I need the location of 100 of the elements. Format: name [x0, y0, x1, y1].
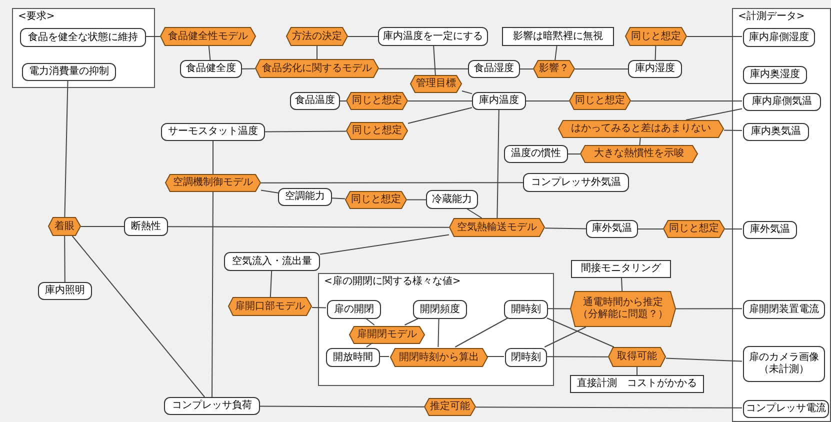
- rounded-node: 食品を健全な状態に維持: [20, 28, 146, 47]
- note-box: 間接モニタリング: [571, 260, 671, 278]
- hexagon-node: 影響？: [533, 60, 575, 78]
- hexagon-node: 扉開口部モデル: [228, 297, 312, 316]
- connector-line: [466, 208, 482, 218]
- group-title: <扉の開閉に関する様々な値>: [324, 276, 461, 288]
- connector-line: [404, 318, 420, 326]
- connector-line: [260, 190, 278, 194]
- rounded-node: 食品温度: [290, 92, 340, 110]
- hexagon-node: 大きな熱慣性を示唆: [580, 145, 698, 163]
- rounded-node: 断熱性: [124, 217, 168, 236]
- rounded-node: 扉の開閉: [327, 300, 381, 319]
- connector-line: [312, 307, 326, 308]
- hexagon-node: 食品健全性モデル: [160, 27, 256, 46]
- connector-line: [366, 342, 373, 348]
- connector-line: [676, 308, 742, 310]
- hexagon-node: 同じと想定: [345, 191, 407, 209]
- group-title: <計測データ>: [738, 11, 805, 23]
- rounded-node: 庫内湿度: [628, 60, 682, 78]
- rounded-node: 冷蔵能力: [426, 190, 478, 209]
- rounded-node: 開時刻: [504, 300, 548, 319]
- connector-line: [554, 46, 558, 60]
- connector-line: [546, 318, 614, 348]
- connector-line: [364, 318, 375, 326]
- hexagon-node: 同じと想定: [346, 92, 408, 110]
- rounded-node: 食品湿度: [468, 60, 520, 78]
- connector-line: [242, 68, 256, 70]
- connector-line: [496, 110, 500, 218]
- connector-line: [686, 108, 742, 120]
- hexagon-node: 食品劣化に関するモデル: [255, 59, 379, 78]
- connector-line: [686, 36, 742, 37]
- connector-line: [639, 138, 641, 146]
- rounded-node: 庫内扉側湿度: [743, 28, 815, 47]
- connector-line: [378, 68, 468, 70]
- hexagon-node: 方法の決定: [286, 27, 348, 46]
- rounded-node: 庫外気温: [586, 220, 638, 238]
- group-title: <要求>: [18, 11, 55, 23]
- connector-line: [408, 107, 472, 124]
- connector-line: [724, 228, 742, 230]
- rounded-node: 開放時間: [326, 348, 380, 367]
- connector-line: [270, 270, 272, 298]
- hexagon-node: 通電時間から推定（分解能に問題？）: [570, 291, 676, 327]
- rounded-node: 空調能力: [278, 188, 332, 206]
- rounded-node: 庫内温度を一定にする: [378, 27, 488, 46]
- connector-line: [544, 228, 586, 230]
- connector-line: [144, 36, 160, 37]
- connector-line: [454, 318, 508, 348]
- connector-line: [406, 199, 426, 200]
- connector-line: [320, 234, 450, 255]
- connector-line: [520, 68, 534, 70]
- connector-line: [408, 100, 472, 102]
- rounded-node: 庫内温度: [472, 92, 526, 110]
- hexagon-node: 空気熱輸送モデル: [449, 218, 545, 237]
- connector-line: [340, 100, 346, 102]
- connector-line: [621, 278, 623, 292]
- connector-line: [332, 198, 346, 200]
- connector-line: [72, 236, 206, 398]
- connector-line: [378, 356, 390, 357]
- connector-line: [260, 182, 524, 184]
- hexagon-node: 空調機制御モデル: [165, 174, 261, 192]
- rounded-node: 開閉頻度: [413, 300, 467, 319]
- connector-line: [476, 406, 742, 408]
- connector-line: [64, 236, 66, 282]
- hexagon-node: 取得可能: [608, 347, 666, 367]
- connector-line: [260, 406, 424, 408]
- rounded-node: コンプレッサ外気温: [523, 173, 629, 192]
- hexagon-node: 管理目標: [410, 75, 462, 93]
- connector-line: [630, 100, 742, 102]
- connector-line: [208, 46, 211, 60]
- rounded-node: コンプレッサ電流: [743, 400, 829, 418]
- connector-line: [212, 192, 214, 398]
- connector-line: [64, 80, 68, 218]
- rounded-node: 庫外気温: [743, 221, 797, 239]
- rounded-node: 庫内照明: [38, 282, 92, 300]
- connector-line: [636, 366, 638, 376]
- hexagon-node: はかってみると差はあまりない: [558, 120, 724, 138]
- group-box: [318, 273, 554, 386]
- hexagon-node: 開閉時刻から算出: [390, 348, 488, 367]
- note-box: 影響は暗黙裡に無視: [502, 27, 614, 46]
- hexagon-node: 着眼: [48, 217, 81, 236]
- rounded-node: 空気流入・流出量: [224, 252, 320, 271]
- connector-line: [264, 130, 346, 132]
- group-box: [12, 8, 155, 88]
- hexagon-node: 同じと想定: [569, 92, 631, 110]
- rounded-node: 庫内扉側気温: [743, 93, 821, 111]
- rounded-node: サーモスタット温度: [161, 123, 265, 141]
- rounded-node: 電力消費量の抑制: [22, 63, 116, 81]
- hexagon-node: 推定可能: [424, 398, 476, 416]
- connector-line: [526, 100, 570, 102]
- connector-line: [316, 46, 318, 60]
- connector-line: [438, 318, 440, 348]
- connector-line: [486, 356, 504, 357]
- note-box: 直接計測 コストがかかる: [570, 375, 704, 393]
- connector-line: [433, 46, 436, 76]
- connector-line: [638, 228, 664, 230]
- rounded-node: 扉開閉装置電流: [743, 300, 825, 319]
- connector-line: [724, 130, 742, 131]
- rounded-node: コンプレッサ負荷: [164, 397, 260, 415]
- connector-line: [348, 36, 378, 37]
- group-box: [732, 8, 831, 422]
